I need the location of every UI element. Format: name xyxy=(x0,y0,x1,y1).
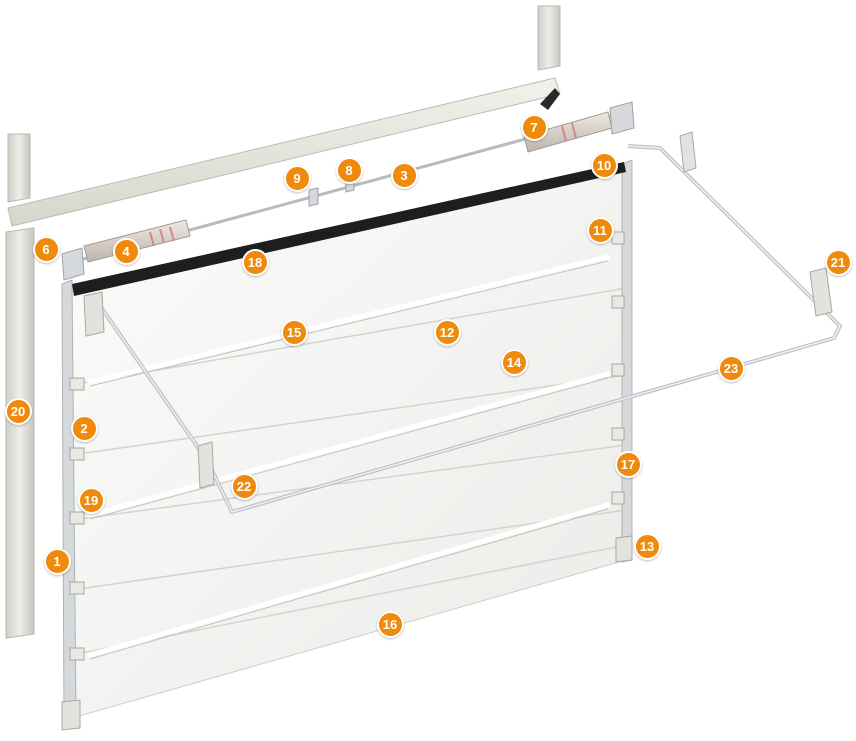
callout-number: 6 xyxy=(42,241,50,257)
callout-number: 16 xyxy=(382,616,398,632)
lintel-end xyxy=(540,88,560,110)
ceiling-hanger-front xyxy=(809,267,833,317)
bottom-bracket-right xyxy=(615,535,633,563)
callout-number: 4 xyxy=(122,243,130,259)
callout-10: 10 xyxy=(590,151,618,179)
callout-number: 14 xyxy=(506,354,522,370)
end-bracket-left xyxy=(61,247,85,281)
end-bracket-right xyxy=(609,101,635,135)
top-seal xyxy=(72,162,626,296)
callout-3: 3 xyxy=(390,161,418,189)
callout-number: 21 xyxy=(830,254,846,270)
callout-18: 18 xyxy=(241,248,269,276)
callout-number: 7 xyxy=(530,119,538,135)
side-hinges xyxy=(69,231,625,661)
callout-13: 13 xyxy=(633,532,661,560)
callout-number: 18 xyxy=(247,254,263,270)
callout-8: 8 xyxy=(335,156,363,184)
ceiling-hanger-back xyxy=(679,131,697,173)
callout-11: 11 xyxy=(586,216,614,244)
callout-number: 11 xyxy=(593,222,607,238)
callout-number: 13 xyxy=(639,538,655,554)
callout-4: 4 xyxy=(112,237,140,265)
wall-post-left-top xyxy=(7,133,31,203)
callout-number: 22 xyxy=(236,478,252,494)
panel-strut-shadows xyxy=(89,260,609,660)
callout-21: 21 xyxy=(824,248,852,276)
callout-number: 15 xyxy=(286,324,302,340)
frame-bracket-lower xyxy=(197,441,215,489)
callout-number: 3 xyxy=(400,167,408,183)
callout-number: 23 xyxy=(723,360,739,376)
shaft-bracket xyxy=(308,187,319,207)
callout-number: 12 xyxy=(439,324,455,340)
callout-22: 22 xyxy=(230,472,258,500)
callout-number: 8 xyxy=(345,162,353,178)
callout-12: 12 xyxy=(433,318,461,346)
panel-struts xyxy=(87,254,611,658)
callout-number: 1 xyxy=(53,553,61,569)
callout-9: 9 xyxy=(283,164,311,192)
callout-17: 17 xyxy=(614,450,642,478)
wall-post-right xyxy=(537,5,561,71)
panel-seams xyxy=(71,287,627,656)
callout-number: 9 xyxy=(293,170,301,186)
side-post-left xyxy=(5,227,35,639)
callout-1: 1 xyxy=(43,547,71,575)
callout-20: 20 xyxy=(4,397,32,425)
callout-number: 2 xyxy=(80,420,88,436)
callout-16: 16 xyxy=(376,610,404,638)
callout-number: 19 xyxy=(83,492,99,508)
callout-number: 17 xyxy=(620,456,636,472)
callout-19: 19 xyxy=(77,486,105,514)
callout-15: 15 xyxy=(280,318,308,346)
callout-7: 7 xyxy=(520,113,548,141)
frame-bracket-left xyxy=(83,291,105,337)
callout-number: 10 xyxy=(596,157,612,173)
callout-number: 20 xyxy=(10,403,26,419)
callout-23: 23 xyxy=(717,354,745,382)
torsion-spring-left xyxy=(83,219,191,263)
bottom-bracket-left xyxy=(61,699,81,731)
callout-14: 14 xyxy=(500,348,528,376)
callout-2: 2 xyxy=(70,414,98,442)
callout-6: 6 xyxy=(32,235,60,263)
